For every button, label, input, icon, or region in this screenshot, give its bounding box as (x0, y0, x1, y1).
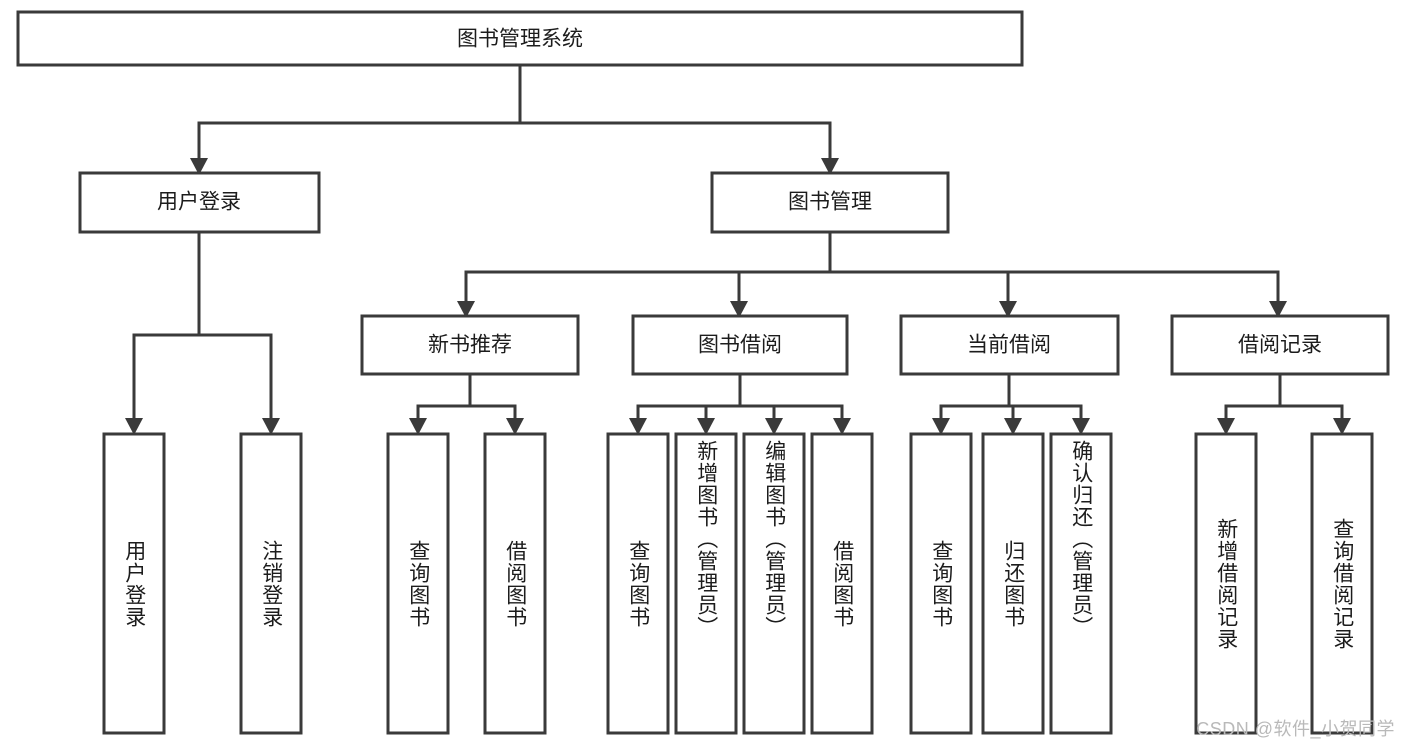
leaf-box[interactable] (981, 432, 1045, 735)
leaf-box[interactable] (483, 432, 547, 735)
edge-group-book-manage (457, 230, 1287, 318)
book-borrow-label: 图书借阅 (698, 334, 782, 357)
arrow-leaf-edit-book (765, 418, 783, 435)
leaf-box[interactable] (810, 432, 874, 735)
leaf-box[interactable] (102, 432, 166, 735)
leaf-box[interactable] (674, 432, 738, 735)
new-book-rec-box[interactable] (360, 314, 580, 376)
user-login-label: 用户登录 (157, 191, 241, 214)
edge-group-user-login (125, 230, 280, 435)
arrow-book-manage (821, 158, 839, 175)
root-box[interactable] (16, 10, 1024, 67)
node-book-borrow[interactable]: 图书借阅 (631, 314, 849, 376)
arrow-leaf-query-book-1 (409, 418, 427, 435)
edge-group-borrow-record (1217, 372, 1351, 435)
arrow-leaf-add-record (1217, 418, 1235, 435)
leaf-box[interactable] (1194, 432, 1258, 735)
arrow-leaf-return-book (1004, 418, 1022, 435)
root-label: 图书管理系统 (457, 28, 583, 51)
arrow-leaf-user-login (125, 418, 143, 435)
book-manage-label: 图书管理 (788, 191, 872, 214)
arrow-book-borrow (730, 301, 748, 318)
edge-group-book-borrow (629, 372, 851, 435)
arrow-leaf-query-book-3 (932, 418, 950, 435)
leaf-box[interactable] (909, 432, 973, 735)
arrow-leaf-query-record (1333, 418, 1351, 435)
node-user-login[interactable]: 用户登录 (78, 171, 321, 234)
book-borrow-box[interactable] (631, 314, 849, 376)
node-new-book-rec[interactable]: 新书推荐 (360, 314, 580, 376)
arrow-leaf-borrow-book-1 (506, 418, 524, 435)
arrow-new-book-rec (457, 301, 475, 318)
leaf-box[interactable] (386, 432, 450, 735)
edge-group-root (190, 63, 839, 175)
current-borrow-box[interactable] (899, 314, 1120, 376)
arrow-current-borrow (999, 301, 1017, 318)
leaf-box[interactable] (1049, 432, 1113, 735)
arrow-leaf-logout (262, 418, 280, 435)
watermark: CSDN @软件_小贺同学 (1196, 719, 1395, 739)
user-login-box[interactable] (78, 171, 321, 234)
node-borrow-record[interactable]: 借阅记录 (1170, 314, 1390, 376)
leaf-box[interactable] (606, 432, 670, 735)
edge-group-current-borrow (932, 372, 1090, 435)
leaf-box[interactable] (742, 432, 806, 735)
new-book-rec-label: 新书推荐 (428, 334, 512, 357)
leaf-box[interactable] (239, 432, 303, 735)
leaf-box[interactable] (1310, 432, 1374, 735)
edge-group-new-book-rec (409, 372, 524, 435)
arrow-leaf-add-book (697, 418, 715, 435)
node-root[interactable]: 图书管理系统 (16, 10, 1024, 67)
current-borrow-label: 当前借阅 (967, 334, 1051, 357)
book-manage-box[interactable] (710, 171, 950, 234)
arrow-leaf-confirm-return (1072, 418, 1090, 435)
borrow-record-box[interactable] (1170, 314, 1390, 376)
arrow-borrow-record (1269, 301, 1287, 318)
arrow-user-login (190, 158, 208, 175)
arrow-leaf-query-book-2 (629, 418, 647, 435)
node-current-borrow[interactable]: 当前借阅 (899, 314, 1120, 376)
node-book-manage[interactable]: 图书管理 (710, 171, 950, 234)
borrow-record-label: 借阅记录 (1238, 334, 1322, 357)
arrow-leaf-borrow-book-2 (833, 418, 851, 435)
leaf-box-group (102, 432, 1374, 735)
